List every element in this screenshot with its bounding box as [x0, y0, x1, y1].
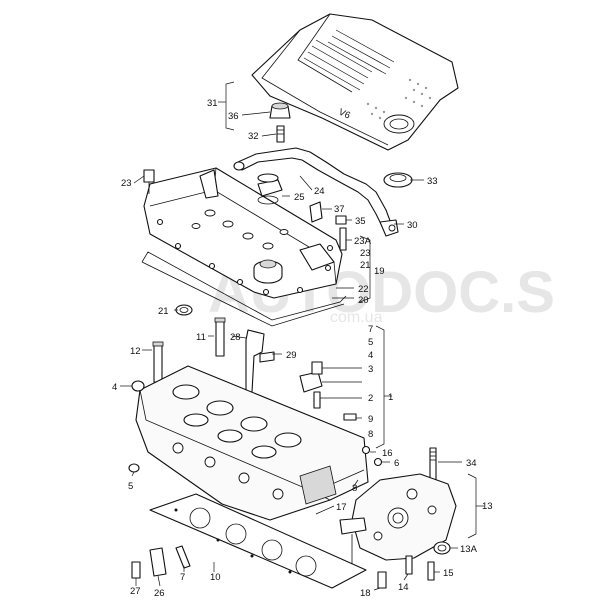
watermark-subtext: com.ua	[330, 309, 383, 326]
label-5-left: 5	[128, 481, 133, 492]
front-housing	[339, 473, 457, 566]
grommet-33	[383, 172, 413, 188]
label-16: 16	[382, 448, 393, 459]
label-5-right: 5	[368, 337, 373, 348]
valve-cover	[143, 167, 343, 299]
label-29: 29	[286, 350, 297, 361]
cover-badge: V6	[337, 107, 352, 122]
label-26: 26	[154, 588, 165, 599]
label-22: 22	[358, 284, 369, 295]
small-fittings	[361, 445, 383, 467]
label-37: 37	[334, 204, 345, 215]
label-33: 33	[427, 176, 438, 187]
lower-parts	[131, 545, 191, 579]
label-2: 2	[368, 393, 373, 404]
label-13a: 13A	[460, 544, 478, 555]
label-4-right: 4	[368, 350, 373, 361]
label-23a: 23A	[354, 236, 372, 247]
label-36: 36	[228, 111, 239, 122]
label-19: 19	[374, 266, 385, 277]
valve-cover-gasket	[141, 251, 347, 327]
label-23-top: 23	[121, 178, 132, 189]
label-23-right: 23	[360, 248, 371, 259]
label-13: 13	[482, 501, 493, 512]
stud-34	[429, 447, 437, 481]
label-17: 17	[336, 502, 347, 513]
label-4-left: 4	[112, 382, 117, 393]
label-25: 25	[294, 192, 305, 203]
label-11: 11	[196, 332, 206, 343]
label-7-right: 7	[368, 324, 373, 335]
callout-labels: 31 36 32 33 23 24 25 37 35 30 23A 23 21 …	[112, 98, 493, 599]
label-24: 24	[314, 186, 325, 197]
breather-hose	[233, 147, 399, 237]
label-8-right: 8	[368, 429, 373, 440]
label-32: 32	[248, 131, 259, 142]
label-30: 30	[407, 220, 418, 231]
label-35: 35	[355, 216, 366, 227]
label-10: 10	[210, 572, 221, 583]
label-28: 28	[230, 332, 241, 343]
label-18: 18	[360, 588, 371, 599]
label-34: 34	[466, 458, 477, 469]
leader-lines	[120, 81, 484, 591]
filler-cap	[257, 173, 283, 205]
label-6: 6	[394, 458, 399, 469]
engine-cover: V6	[251, 13, 459, 151]
label-7-lower: 7	[180, 572, 185, 583]
label-20: 20	[358, 295, 369, 306]
label-9: 9	[368, 414, 373, 425]
label-27: 27	[130, 586, 141, 597]
bracket-28	[245, 329, 275, 393]
seal-13a	[433, 541, 451, 555]
label-12: 12	[130, 346, 141, 357]
label-21-right: 21	[360, 260, 371, 271]
sensor-assembly	[299, 361, 357, 421]
seal-21	[175, 304, 193, 316]
label-31: 31	[207, 98, 218, 109]
valve-cover-hardware	[143, 169, 347, 251]
housing-bolts	[377, 555, 435, 589]
head-gasket	[149, 493, 367, 589]
label-21-left: 21	[158, 306, 169, 317]
label-15: 15	[443, 568, 454, 579]
cylinder-head	[135, 365, 369, 521]
label-8-lower: 8	[352, 483, 357, 494]
label-1: 1	[388, 392, 393, 403]
label-14: 14	[398, 582, 409, 593]
label-3: 3	[368, 364, 373, 375]
cover-mount-parts	[269, 102, 291, 143]
